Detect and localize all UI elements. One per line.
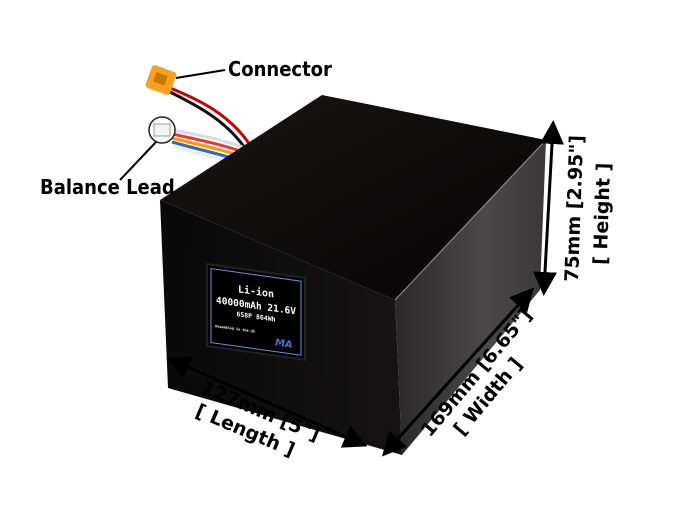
height-arrow bbox=[533, 120, 564, 296]
maxamps-logo: MA bbox=[275, 338, 293, 351]
height-label: [ Height ] bbox=[590, 162, 616, 265]
balance-connector bbox=[148, 116, 176, 144]
xt-connector bbox=[145, 65, 177, 95]
battery-label: Li-ion 40000mAh 21.6V 6S8P 864Wh Assembl… bbox=[206, 262, 306, 361]
height-value: 75mm [2.95"] bbox=[561, 135, 588, 282]
connector-pointer bbox=[175, 69, 226, 79]
width-arrow bbox=[381, 287, 535, 457]
balance-lead-pointer bbox=[119, 141, 157, 181]
length-arrow bbox=[166, 356, 368, 448]
wire-bundle bbox=[169, 86, 252, 168]
label-chemistry: Li-ion bbox=[238, 283, 274, 300]
connector-callout: Connector bbox=[228, 57, 332, 81]
balance-lead-callout: Balance Lead bbox=[40, 175, 175, 199]
label-assembled: Assembled in the US bbox=[215, 324, 255, 334]
case-top-face bbox=[160, 95, 546, 300]
